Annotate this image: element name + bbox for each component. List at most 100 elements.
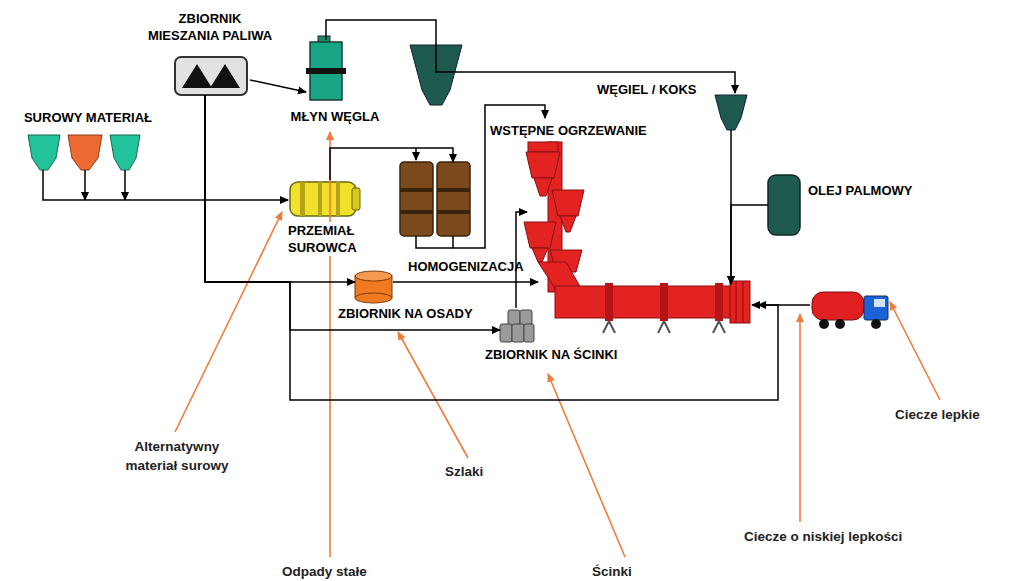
raw-material-hoppers [28,135,60,170]
homogenization-silos [437,162,470,236]
node-label: SUROWY MATERIAŁ [8,109,168,126]
tank-truck [864,296,888,320]
homogenization-silos [400,162,433,236]
raw-mill: PRZEMIAŁ SUROWCA [285,176,382,260]
fuel-mixing-tank: ZBIORNIK MIESZANIA PALIWA [140,8,280,98]
sludge-tank: ZBIORNIK NA OSADY [338,270,505,324]
flow-arrow [43,170,288,200]
rotary-kiln [555,286,735,318]
node-label: OLEJ PALMOWY [808,182,923,199]
cuttings-barrels [524,324,534,342]
node-label: ZBIORNIK NA OSADY [338,305,503,322]
palm-oil-tank [768,175,800,235]
raw-mill [352,188,360,210]
homogenization-silos [437,188,470,192]
flow-arrow [205,95,500,330]
rotary-kiln [605,283,613,321]
homogenization-silos [416,236,453,248]
raw-mill [290,182,356,216]
preheater-tower [552,190,584,216]
flow-arrow [731,205,768,284]
raw-mill [336,182,340,216]
raw-material-hoppers: SUROWY MATERIAŁ [8,108,170,172]
raw-material-hoppers [124,170,126,200]
leader-lines [398,332,468,458]
flow-arrow [330,148,453,180]
node-label: WĘGIEL / KOKS [597,81,719,98]
raw-mill [318,182,322,216]
fuel-mixing-tank [182,64,212,88]
preheater-tower [560,216,576,232]
rotary-kiln [730,281,750,323]
node-label: HOMOGENIZACJA [408,258,533,275]
preheater-tower [534,178,552,196]
homogenization-silos [415,148,417,160]
cuttings-barrels [500,310,534,342]
cuttings-barrels [500,324,512,342]
node-label: MŁYN WĘGLA [280,108,390,125]
raw-material-hoppers [84,170,86,200]
preheater-tower [528,142,558,152]
fuel-mixing-tank [175,57,247,95]
fuel-mixing-tank [175,57,247,95]
raw-mill [300,182,305,216]
homogenization-silos [437,210,470,214]
fuel-mixing-tank [210,64,240,88]
coke-hopper [715,95,747,130]
homogenization-silos [400,188,433,192]
palm-oil-tank: OLEJ PALMOWY [766,172,925,238]
rotary-kiln [736,281,737,323]
flow-arrow [250,80,306,92]
leader-lines [799,314,801,522]
raw-material-hoppers [110,135,140,170]
leader-lines [329,132,331,557]
raw-material-hoppers [28,135,140,200]
leader-lines [175,212,282,432]
callout-label: Ścinki [590,562,634,581]
callout-label: Ciecze lepkie [893,405,982,424]
preheater-kiln: WSTĘPNE OGRZEWANIE [490,118,752,333]
coke-hopper [715,95,747,130]
node-label: ZBIORNIK MIESZANIA PALIWA [143,10,277,44]
tank-truck [871,319,881,329]
coal-mill: MŁYN WĘGLA [280,36,392,128]
callout-label: Ciecze o niskiej lepkości [742,527,904,546]
cuttings-tank: ZBIORNIK NA ŚCINKI [485,306,652,365]
tank-truck [835,319,845,329]
rotary-kiln [555,281,750,333]
flow-arrow [205,95,778,400]
tank-truck [874,299,885,307]
rotary-kiln [660,283,668,321]
sludge-tank [355,271,392,281]
raw-mill [290,182,360,216]
node-label: ZBIORNIK NA ŚCINKI [485,346,650,363]
raw-material-hoppers [68,135,102,170]
palm-oil-tank [768,175,800,235]
preheater-tower [532,248,548,262]
node-label: PRZEMIAŁ SUROWCA [288,222,380,256]
coal-mill [306,36,346,100]
callout-label: Szlaki [443,462,485,481]
tank-truck [812,292,864,320]
sludge-tank [355,293,392,303]
rotary-kiln [603,321,725,333]
homogenization-silos: HOMOGENIZACJA [398,146,535,277]
homogenization-silos [400,148,470,248]
homogenization-silos [400,210,433,214]
rotary-kiln [743,281,744,323]
rotary-kiln [715,283,723,321]
preheater-tower [524,222,556,248]
coal-mill [306,68,346,74]
leader-lines [548,374,625,557]
sludge-tank [355,271,392,303]
node-label: WSTĘPNE OGRZEWANIE [490,122,680,139]
tank-truck [819,319,829,329]
leader-lines [890,302,940,400]
cuttings-barrels [512,324,524,342]
callout-label: Alternatywny materiał surowy [110,437,244,475]
callout-label: Odpady stałe [280,562,369,581]
preheater-tower [526,152,560,178]
